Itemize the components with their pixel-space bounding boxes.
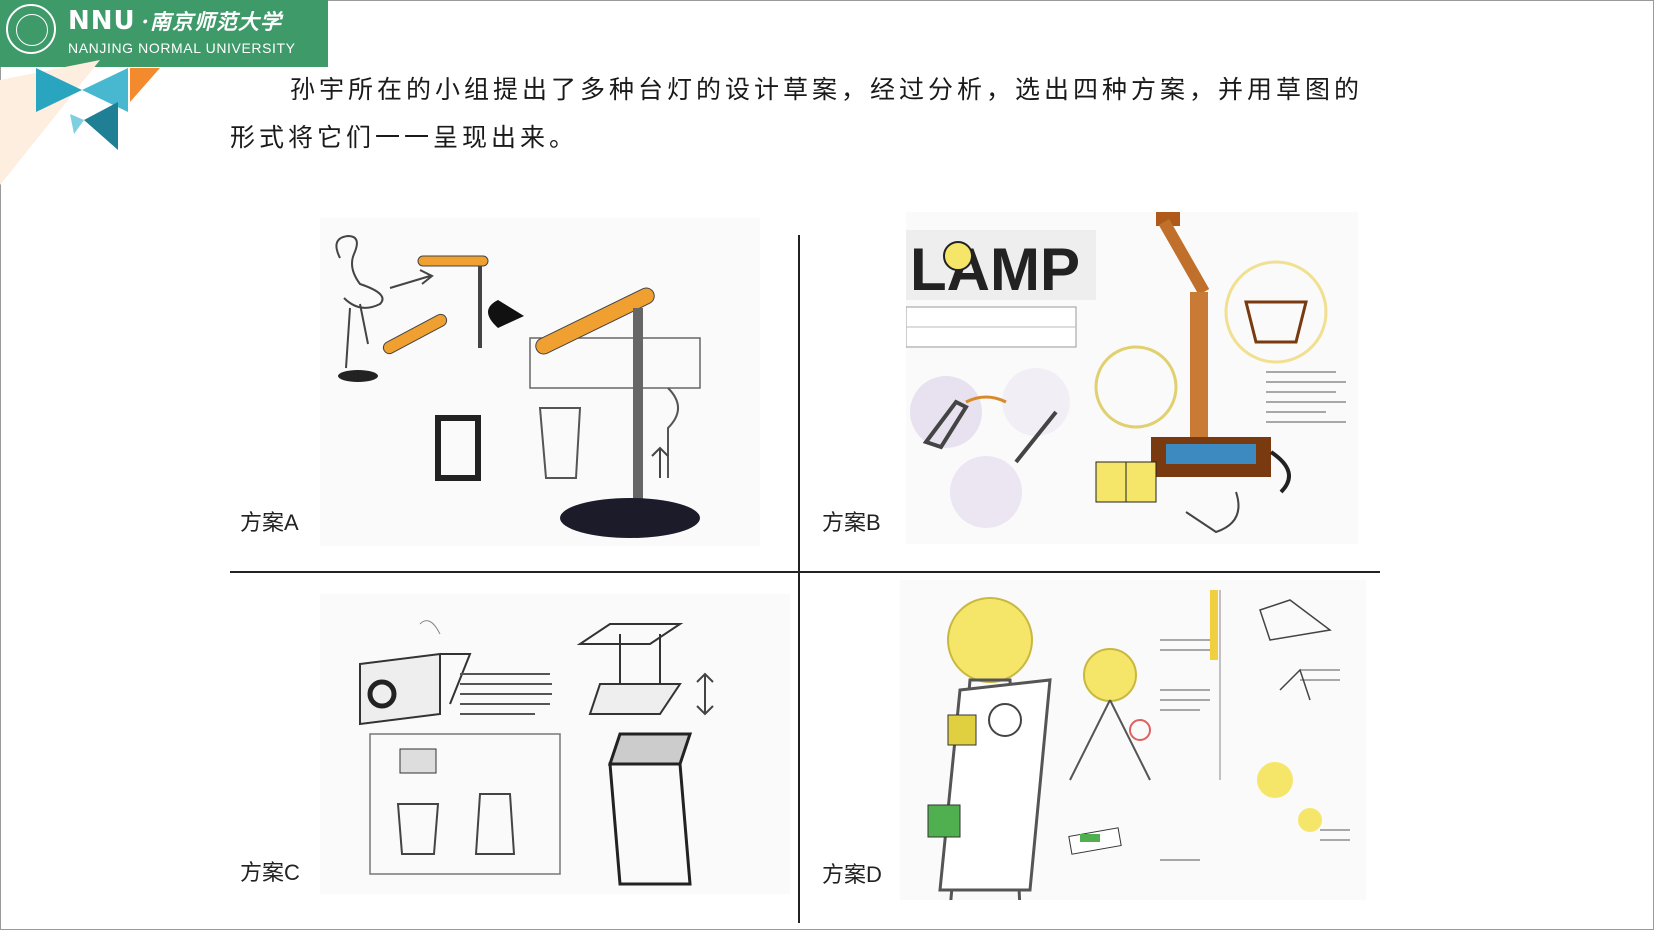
intro-paragraph: 孙宇所在的小组提出了多种台灯的设计草案，经过分析，选出四种方案，并用草图的形式将… [230, 66, 1380, 162]
scheme-b-label: 方案B [822, 510, 881, 535]
logo-title: NNU·南京师范大学 [68, 6, 282, 36]
decorative-triangles-icon [0, 60, 160, 185]
grid-horizontal-divider [230, 571, 1380, 573]
university-seal-icon [6, 4, 56, 54]
sketch-scheme-a [320, 218, 760, 546]
sketch-scheme-d [900, 580, 1366, 900]
logo-english-name: NANJING NORMAL UNIVERSITY [68, 40, 296, 56]
sketch-scheme-b: LAMP [906, 212, 1358, 544]
logo-abbr: NNU [68, 6, 136, 36]
grid-vertical-divider [798, 235, 800, 923]
logo-chinese-name: ·南京师范大学 [141, 9, 282, 34]
sketch-scheme-c [320, 594, 790, 894]
university-logo: NNU·南京师范大学 NANJING NORMAL UNIVERSITY [0, 0, 328, 67]
lamp-sketch-title: LAMP [910, 236, 1080, 303]
scheme-d-label: 方案D [822, 862, 882, 887]
scheme-c-label: 方案C [240, 860, 300, 885]
intro-text: 孙宇所在的小组提出了多种台灯的设计草案，经过分析，选出四种方案，并用草图的形式将… [230, 75, 1364, 152]
scheme-a-label: 方案A [240, 510, 299, 535]
